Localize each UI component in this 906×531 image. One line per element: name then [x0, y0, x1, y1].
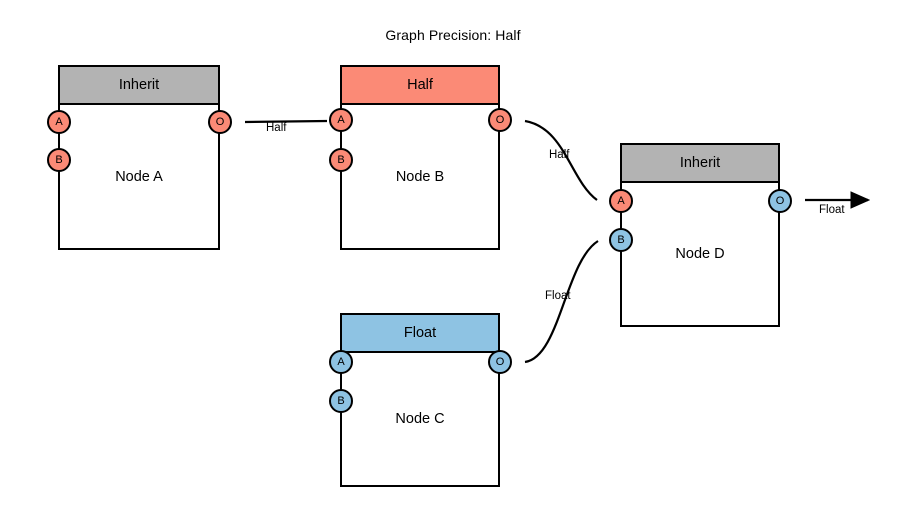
node-b-output-port-o[interactable]: O — [488, 108, 512, 132]
node-c-input-port-a[interactable]: A — [329, 350, 353, 374]
node-d-input-port-b[interactable]: B — [609, 228, 633, 252]
node-a-precision-header[interactable]: Inherit — [60, 67, 218, 105]
node-a-label: Node A — [115, 168, 163, 185]
node-b-input-port-a[interactable]: A — [329, 108, 353, 132]
node-a-input-port-b[interactable]: B — [47, 148, 71, 172]
edge-d-output-label: Float — [819, 204, 845, 216]
node-d-output-port-o[interactable]: O — [768, 189, 792, 213]
node-c-body: Node C — [342, 353, 498, 485]
edge-c-to-d-label: Float — [545, 290, 571, 302]
node-c-precision-header[interactable]: Float — [342, 315, 498, 353]
node-d-label: Node D — [675, 246, 725, 262]
node-a-body: Node A — [60, 105, 218, 248]
node-c-label: Node C — [395, 411, 445, 427]
node-d-body: Node D — [622, 183, 778, 325]
node-b-label: Node B — [395, 168, 445, 185]
node-a-output-port-o[interactable]: O — [208, 110, 232, 134]
node-b-input-port-b[interactable]: B — [329, 148, 353, 172]
node-a-input-port-a[interactable]: A — [47, 110, 71, 134]
node-b-body: Node B — [342, 105, 498, 248]
edge-a-to-b-label: Half — [266, 122, 287, 134]
node-d-input-port-a[interactable]: A — [609, 189, 633, 213]
node-d-precision-header[interactable]: Inherit — [622, 145, 778, 183]
node-c-output-port-o[interactable]: O — [488, 350, 512, 374]
node-c-input-port-b[interactable]: B — [329, 389, 353, 413]
node-b-precision-header[interactable]: Half — [342, 67, 498, 105]
page-title: Graph Precision: Half — [385, 27, 521, 43]
edge-b-to-d-label: Half — [549, 149, 570, 161]
